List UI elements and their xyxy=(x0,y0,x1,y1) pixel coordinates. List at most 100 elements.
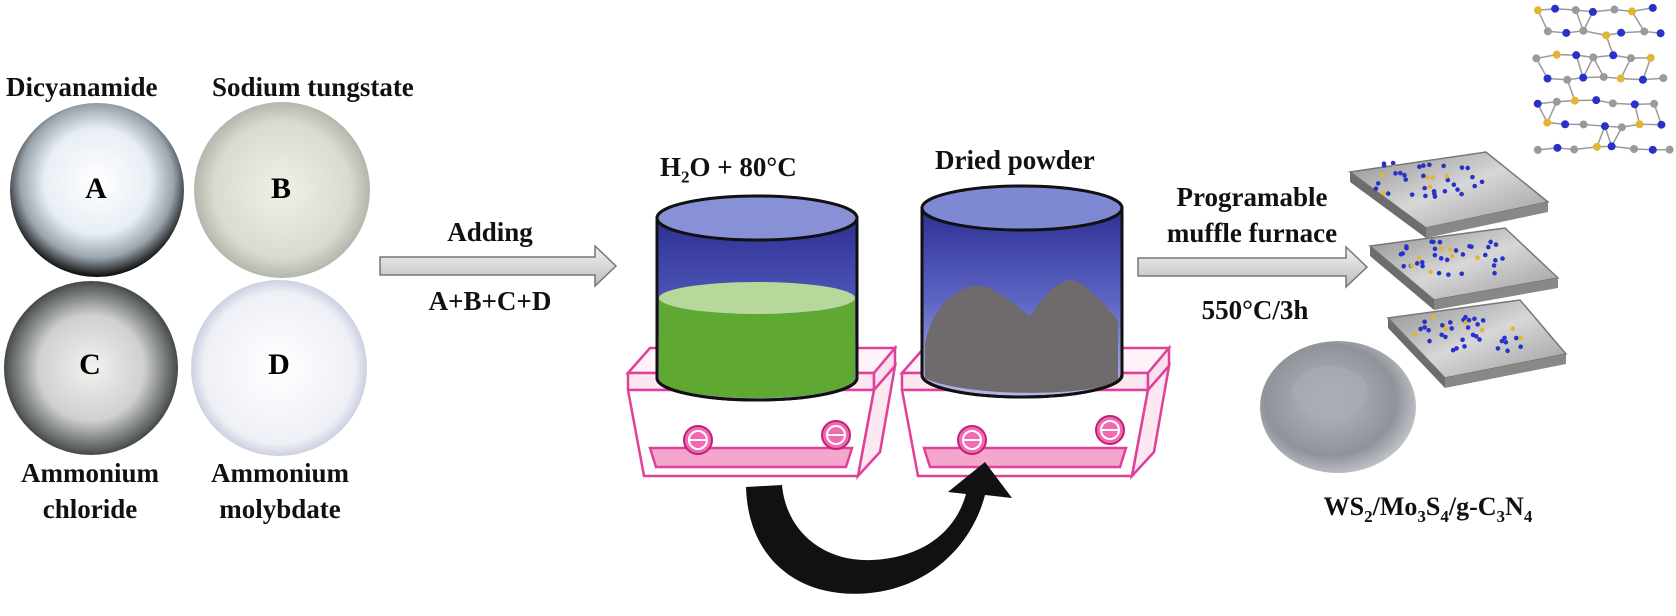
beaker-2-label: Dried powder xyxy=(935,145,1095,175)
sheet-atom xyxy=(1443,326,1448,332)
sheet-atom xyxy=(1462,344,1467,349)
reagent-b-name: Sodium tungstate xyxy=(212,72,414,102)
sheet-atom xyxy=(1475,255,1480,261)
sheet-atom xyxy=(1416,256,1422,262)
atom xyxy=(1602,31,1611,40)
sheet-atom xyxy=(1422,185,1427,191)
atom xyxy=(1656,29,1665,38)
sheet-atom xyxy=(1486,244,1491,250)
sheet-atom xyxy=(1480,318,1486,323)
atom xyxy=(1627,7,1636,16)
atom xyxy=(1607,142,1616,151)
atom xyxy=(1659,74,1668,83)
sheet-atom xyxy=(1450,347,1456,353)
atom xyxy=(1635,120,1644,129)
sheet-atom xyxy=(1412,331,1418,336)
sheet-atom xyxy=(1427,184,1433,190)
reagent-b-letter: B xyxy=(271,172,291,205)
sheet-atom xyxy=(1409,263,1415,268)
sheet-atom xyxy=(1454,346,1459,351)
sheet-atom xyxy=(1436,270,1442,276)
atom xyxy=(1579,26,1588,35)
hotplate-1-knob-right xyxy=(821,420,851,450)
sheet-atom xyxy=(1398,251,1404,257)
sheet-atom xyxy=(1499,338,1505,344)
sheet-atom xyxy=(1500,256,1505,261)
atom xyxy=(1609,51,1618,60)
atom xyxy=(1592,142,1601,151)
sheet-atom xyxy=(1421,173,1426,179)
atom xyxy=(1543,27,1552,36)
sheet-atom xyxy=(1437,239,1443,245)
sheet-atom xyxy=(1426,327,1431,333)
sheet-atom xyxy=(1448,320,1453,325)
sheet-atom xyxy=(1475,322,1480,327)
sheet-atom xyxy=(1381,190,1386,196)
sheet-atom xyxy=(1513,335,1519,341)
atom xyxy=(1617,28,1626,37)
atom xyxy=(1533,145,1542,154)
sheet-atom xyxy=(1444,174,1450,179)
sheet-atom xyxy=(1459,165,1465,170)
sheet-atom xyxy=(1469,244,1474,250)
sheet-atom xyxy=(1432,194,1438,199)
product-formula: WS2/Mo3S4/g-C3N4 xyxy=(1324,492,1533,526)
atom xyxy=(1563,75,1572,84)
atom xyxy=(1552,50,1561,59)
sheet-atom xyxy=(1459,271,1465,277)
reagent-c-letter: C xyxy=(79,348,101,381)
sheet-atom xyxy=(1385,191,1391,196)
sheet-atom xyxy=(1470,174,1475,180)
sheet-atom xyxy=(1439,332,1444,338)
sheet-atom xyxy=(1449,253,1455,259)
hotplate-1-knob-left xyxy=(683,425,713,455)
sheet-atom xyxy=(1403,177,1409,182)
sheet-atom xyxy=(1442,188,1448,194)
reagent-d-photo xyxy=(191,280,367,456)
sheet-atom xyxy=(1381,163,1387,168)
sheet-atom xyxy=(1417,164,1422,170)
atom xyxy=(1589,53,1598,62)
reagent-a-photo xyxy=(10,103,184,277)
sheet-atom xyxy=(1373,186,1379,192)
sheet-atom xyxy=(1441,163,1446,169)
sheet-atom xyxy=(1425,174,1430,180)
beaker-2 xyxy=(920,184,1124,399)
reagent-d-letter: D xyxy=(268,348,290,381)
mix-label: A+B+C+D xyxy=(428,286,552,316)
sheet-atom xyxy=(1482,252,1488,258)
sheet-atom xyxy=(1393,171,1398,176)
atom xyxy=(1617,123,1626,132)
atom xyxy=(1532,54,1541,63)
sheet-atom xyxy=(1493,242,1499,247)
atom xyxy=(1561,120,1570,129)
sheet-atom xyxy=(1390,160,1396,166)
beaker-1 xyxy=(655,194,859,402)
atom xyxy=(1551,4,1560,13)
beaker-1-label: H2O + 80°C xyxy=(660,152,797,187)
sheet-atom xyxy=(1409,192,1415,197)
sheet-atom xyxy=(1502,335,1507,341)
reagent-d-name-line1: Ammonium xyxy=(210,458,349,488)
sheet-atom xyxy=(1418,326,1423,332)
adding-arrow xyxy=(379,244,618,288)
sheet-atom xyxy=(1445,177,1451,183)
sheet-atom xyxy=(1460,337,1465,343)
sheet-atom xyxy=(1463,314,1468,320)
sheet-atom xyxy=(1420,263,1425,269)
atom xyxy=(1626,54,1635,63)
sheet-atom xyxy=(1460,252,1466,257)
sheet-atom xyxy=(1479,327,1485,333)
sheet-atom xyxy=(1427,162,1432,168)
adding-label: Adding xyxy=(447,217,533,247)
atom xyxy=(1610,5,1619,14)
atom xyxy=(1592,96,1601,105)
sheet-atom xyxy=(1427,338,1432,344)
sheet-atom xyxy=(1472,316,1477,322)
sheet-atom xyxy=(1443,334,1448,340)
sheet-atom xyxy=(1488,239,1493,245)
sheet-atom xyxy=(1379,172,1385,178)
sheet-atom xyxy=(1518,344,1523,350)
sheet-atom xyxy=(1451,182,1457,188)
